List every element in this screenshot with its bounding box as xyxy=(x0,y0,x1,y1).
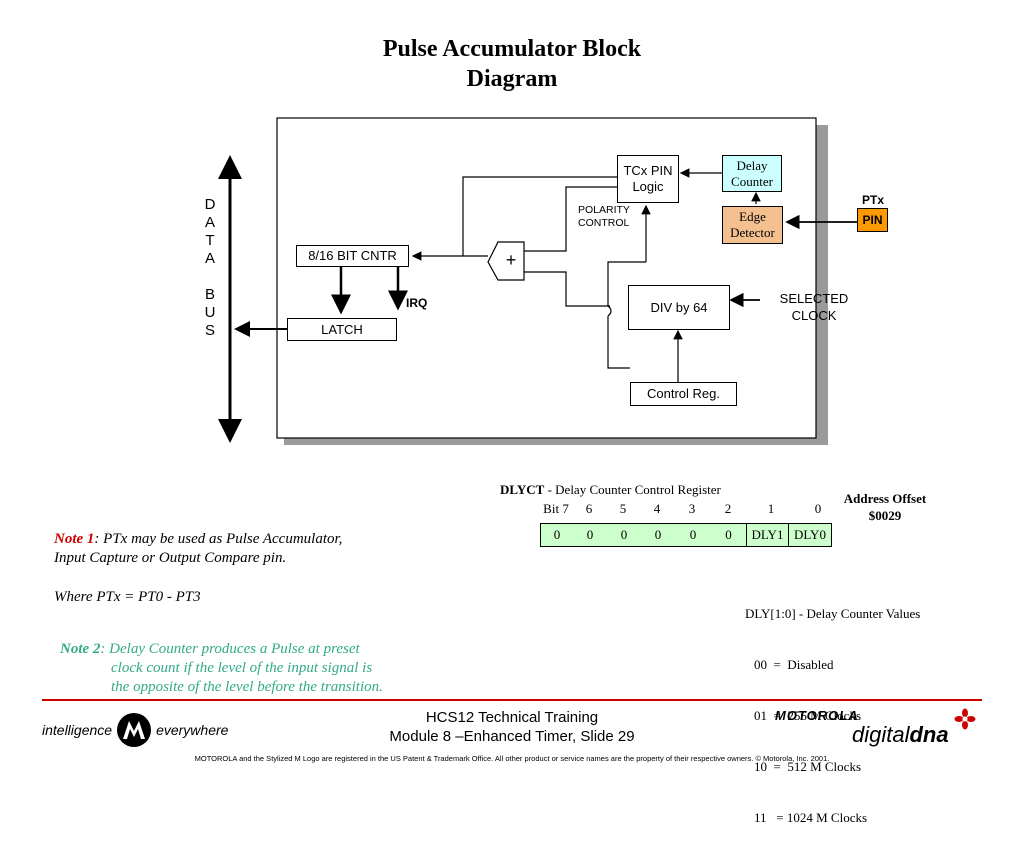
register-cell: 0 xyxy=(586,527,594,542)
selected-clock-line2: CLOCK xyxy=(791,308,837,323)
edge-detector-line1: Edge xyxy=(739,209,766,224)
slide-footer-title: HCS12 Technical Training Module 8 –Enhan… xyxy=(312,708,712,746)
page-title: Pulse Accumulator Block Diagram xyxy=(0,34,1024,94)
edge-detector-block: Edge Detector xyxy=(722,206,783,244)
delay-values-legend: DLY[1:0] - Delay Counter Values 00 = Dis… xyxy=(745,571,920,843)
irq-label: IRQ xyxy=(406,296,428,310)
note-2-line2: clock count if the level of the input si… xyxy=(111,660,373,676)
control-reg-block: Control Reg. xyxy=(630,382,737,406)
register-cell: 0 xyxy=(689,527,697,542)
div-by-64-block: DIV by 64 xyxy=(628,285,730,330)
adder-lower-line xyxy=(524,271,610,307)
data-bus-letter: D xyxy=(204,196,216,213)
bit-label: 2 xyxy=(724,501,732,516)
note-1-text: : PTx may be used as Pulse Accumulator, xyxy=(94,531,343,547)
selected-clock-line1: SELECTED xyxy=(779,291,849,306)
register-cell: 0 xyxy=(711,524,747,546)
data-bus-label: D A T A B U S xyxy=(200,196,220,340)
dna-word: dna xyxy=(909,722,949,747)
tcx-pin-logic-block: TCx PIN Logic xyxy=(617,155,679,203)
bit-label: 5 xyxy=(619,501,627,516)
dna-flower-icon xyxy=(954,708,976,730)
address-offset-value: $0029 xyxy=(868,508,902,523)
register-cell: 0 xyxy=(620,527,628,542)
polarity-control-line1: POLARITY xyxy=(578,204,630,216)
delay-counter-line1: Delay xyxy=(736,157,768,173)
title-line-1: Pulse Accumulator Block xyxy=(382,36,642,62)
counter-block: 8/16 BIT CNTR xyxy=(296,245,409,267)
polarity-control-label: POLARITY CONTROL xyxy=(578,204,630,230)
brand-word-1: intelligence xyxy=(42,722,113,738)
register-cell: DLY0 xyxy=(794,527,826,542)
register-cell: 0 xyxy=(553,527,561,542)
polarity-control-line2: CONTROL xyxy=(578,217,630,229)
delay-value-row: 01 = 256 M Clocks xyxy=(754,708,862,723)
bit-label: 6 xyxy=(585,501,593,516)
delay-values-title: DLY[1:0] - Delay Counter Values xyxy=(745,606,921,621)
digital-word: digital xyxy=(852,722,910,747)
register-bit-labels: Bit 7 6 5 4 3 2 1 0 xyxy=(540,501,840,517)
edge-detector-line2: Detector xyxy=(730,225,775,240)
note-1: Note 1: PTx may be used as Pulse Accumul… xyxy=(54,530,342,607)
data-bus-letter: S xyxy=(204,322,215,339)
footer-line-2: Module 8 –Enhanced Timer, Slide 29 xyxy=(389,728,635,745)
tcx-pin-logic-line2: Logic xyxy=(632,179,664,194)
motorola-wordmark: MOTOROLA xyxy=(775,708,859,723)
bit-label: 3 xyxy=(688,501,696,516)
motorola-m-icon xyxy=(117,713,152,747)
bit-label: 4 xyxy=(653,501,661,516)
tcx-pin-logic-line1: TCx PIN xyxy=(623,163,673,178)
bit-label: 1 xyxy=(767,501,775,516)
data-bus-letter: T xyxy=(205,232,215,249)
control-loop-line xyxy=(607,316,630,369)
selected-clock-label: SELECTED CLOCK xyxy=(764,290,864,324)
data-bus-letter: U xyxy=(204,304,216,321)
bit-label: Bit 7 xyxy=(543,501,569,516)
bit-label: 0 xyxy=(814,501,822,516)
delay-counter-line2: Counter xyxy=(731,173,773,189)
data-bus-letter: A xyxy=(204,214,215,231)
brand-word-2: everywhere xyxy=(156,722,229,738)
wire-crossover xyxy=(607,305,612,317)
delay-value-row: 00 = Disabled xyxy=(754,657,834,672)
pin-block: PIN xyxy=(857,208,888,232)
control-to-polarity-line xyxy=(607,261,646,306)
digital-dna-logo: digitaldna xyxy=(852,722,949,748)
note-2-line3: the opposite of the level before the tra… xyxy=(111,679,383,695)
legal-notice: MOTOROLA and the Stylized M Logo are reg… xyxy=(194,754,830,763)
register-cell: DLY1 xyxy=(747,524,789,546)
delay-counter-block: Delay Counter xyxy=(722,155,782,192)
tcx-to-adder-line-b xyxy=(524,186,617,252)
intelligence-everywhere-logo: intelligence everywhere xyxy=(42,712,228,748)
address-offset-label: Address Offset xyxy=(843,491,927,506)
adder-shape xyxy=(487,241,525,281)
note-2: Note 2: Delay Counter produces a Pulse a… xyxy=(60,640,383,697)
note-1-line2: Input Capture or Output Compare pin. xyxy=(54,550,287,566)
address-offset: Address Offset $0029 xyxy=(830,490,940,524)
ptx-label: PTx xyxy=(861,193,884,207)
data-bus-letter xyxy=(200,268,220,286)
register-description: - Delay Counter Control Register xyxy=(544,482,721,497)
note-1-where: Where PTx = PT0 - PT3 xyxy=(54,589,201,605)
latch-block: LATCH xyxy=(287,318,397,341)
tcx-to-adder-line-a xyxy=(462,176,617,256)
register-cell: 0 xyxy=(654,527,662,542)
register-heading: DLYCT - Delay Counter Control Register xyxy=(500,482,721,498)
delay-value-row: 11 = 1024 M Clocks xyxy=(754,810,868,825)
note-2-label: Note 2 xyxy=(60,641,101,657)
note-2-text: : Delay Counter produces a Pulse at pres… xyxy=(100,641,360,657)
register-table: 0 0 0 0 0 0 DLY1 DLY0 xyxy=(540,523,832,547)
register-name: DLYCT xyxy=(500,482,545,497)
title-line-2: Diagram xyxy=(466,66,558,92)
note-1-label: Note 1 xyxy=(54,531,95,547)
adder-symbol: + xyxy=(505,250,517,270)
data-bus-letter: A xyxy=(204,250,215,267)
data-bus-letter: B xyxy=(204,286,215,303)
footer-line-1: HCS12 Technical Training xyxy=(425,709,599,726)
